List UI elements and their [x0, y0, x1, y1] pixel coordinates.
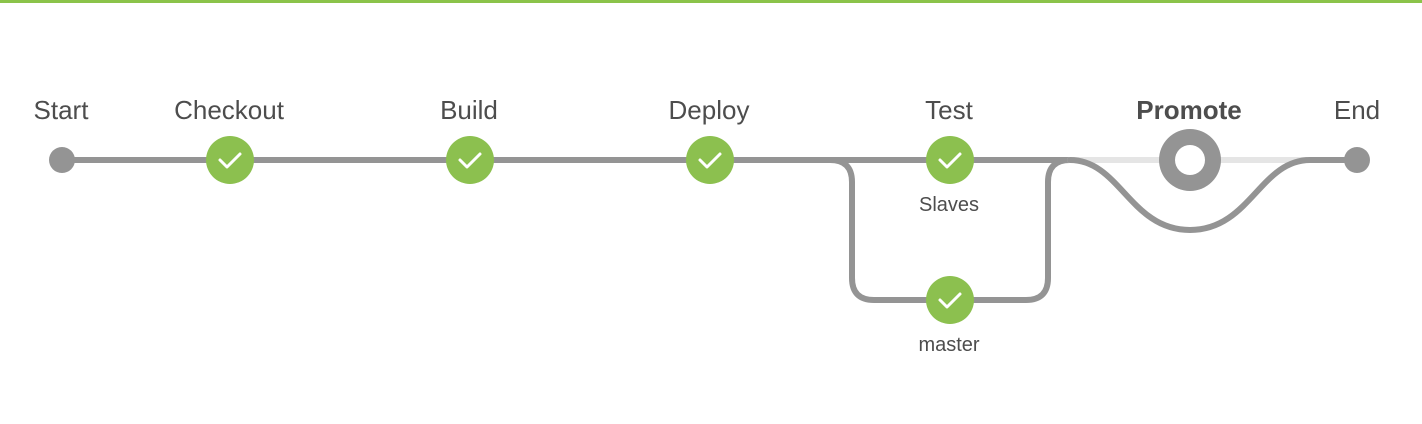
- check-icon: [938, 292, 962, 309]
- check-icon: [218, 152, 242, 169]
- start-node: [49, 147, 75, 173]
- checkout-node[interactable]: [206, 136, 254, 184]
- promote-node-hole: [1175, 145, 1205, 175]
- branch-label-master: master: [918, 334, 979, 356]
- deploy-node[interactable]: [686, 136, 734, 184]
- stage-label-test: Test: [925, 95, 973, 125]
- checkout-status-circle: [206, 136, 254, 184]
- stage-label-checkout: Checkout: [174, 95, 285, 125]
- build-node[interactable]: [446, 136, 494, 184]
- promote-node[interactable]: [1159, 129, 1221, 191]
- test-master-status-circle: [926, 276, 974, 324]
- test-slaves-node[interactable]: [926, 136, 974, 184]
- stage-label-build: Build: [440, 95, 498, 125]
- test-slaves-status-circle: [926, 136, 974, 184]
- promote-bypass-track: [1067, 157, 1313, 234]
- check-icon: [698, 152, 722, 169]
- stage-label-start: Start: [34, 95, 90, 125]
- check-icon: [938, 152, 962, 169]
- deploy-status-circle: [686, 136, 734, 184]
- build-status-circle: [446, 136, 494, 184]
- stage-label-promote: Promote: [1136, 95, 1241, 125]
- end-node: [1344, 147, 1370, 173]
- branch-label-slaves: Slaves: [919, 194, 979, 216]
- stage-label-deploy: Deploy: [669, 95, 750, 125]
- test-master-node[interactable]: [926, 276, 974, 324]
- stage-label-end: End: [1334, 95, 1380, 125]
- top-accent-bar: [0, 0, 1422, 3]
- check-icon: [458, 152, 482, 169]
